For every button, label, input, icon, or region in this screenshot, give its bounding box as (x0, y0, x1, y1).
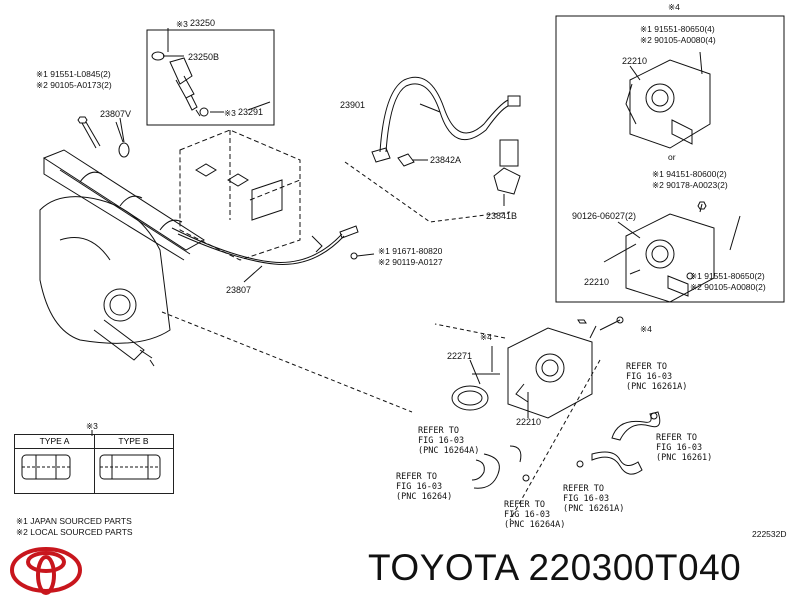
hose-16264 (471, 445, 530, 489)
ref-line: FIG 16-03 (656, 443, 703, 453)
bolt-left-spec-2: ※2 90105-A0173(2) (36, 80, 112, 90)
part-22210-top: 22210 (622, 56, 648, 66)
brand-part-number: TOYOTA 220300T040 (368, 547, 742, 588)
right-bot-spec-2: ※2 90105-A0080(2) (690, 282, 766, 292)
part-23901: 23901 (340, 100, 366, 110)
refer-16264A-bottom: REFER TO FIG 16-03 (PNC 16264A) (504, 500, 565, 530)
fuel-rail (42, 149, 205, 261)
ref-line: REFER TO (563, 484, 604, 494)
mark-4-b: ※4 (640, 324, 652, 334)
ref-line: REFER TO (504, 500, 545, 510)
ref-line: FIG 16-03 (626, 372, 673, 382)
ref-line: REFER TO (396, 472, 437, 482)
part-22271: 22271 (447, 351, 473, 361)
ref-line: (PNC 16264A) (504, 520, 566, 530)
part-23807: 23807 (226, 285, 252, 295)
ref-line: (PNC 16261A) (626, 382, 688, 392)
ref-line: REFER TO (626, 362, 667, 372)
ref-line: REFER TO (418, 426, 459, 436)
part-22210-bottom: 22210 (584, 277, 610, 287)
bolt-mid (350, 252, 375, 260)
bolt-left-spec-1: ※1 91551-L0845(2) (36, 69, 111, 79)
throttle-body-bottom (603, 201, 741, 303)
diagram-code: 222532D (752, 529, 787, 539)
toyota-logo-icon (10, 547, 82, 595)
throttle-body-mid (472, 316, 624, 419)
mark-4-top: ※4 (668, 2, 680, 12)
vacuum-hose (371, 76, 521, 163)
part-23841B: 23841B (486, 211, 518, 221)
right-mid-spec-2: ※2 90178-A0023(2) (652, 180, 728, 190)
injector-drawing (151, 51, 209, 117)
ref-line: (PNC 16261) (656, 453, 713, 463)
throttle-body-top (625, 51, 711, 149)
refer-16264: REFER TO FIG 16-03 (PNC 16264) (396, 472, 452, 502)
mark-3-legend: ※3 (86, 421, 98, 431)
ref-line: FIG 16-03 (418, 436, 465, 446)
top-right-spec-1: ※1 91551-80650(4) (640, 24, 715, 34)
ref-line: REFER TO (656, 433, 697, 443)
intake-manifold (39, 196, 171, 367)
mark-4-a: ※4 (480, 332, 492, 342)
bolt-left (77, 116, 130, 158)
or-text: or (668, 152, 676, 162)
bolt-mid-spec-2: ※2 90119-A0127 (378, 257, 443, 267)
refer-16264A-top: REFER TO FIG 16-03 (PNC 16264A) (418, 426, 479, 456)
type-b-ring (99, 454, 161, 480)
vsv-bracket (493, 139, 521, 206)
ref-line: FIG 16-03 (396, 482, 443, 492)
part-23250: 23250 (190, 18, 216, 28)
part-23250B: 23250B (188, 52, 220, 62)
refer-16261A-top: REFER TO FIG 16-03 (PNC 16261A) (626, 362, 687, 392)
part-23291: 23291 (238, 107, 264, 117)
ref-line: (PNC 16261A) (563, 504, 625, 514)
part-23842A: 23842A (430, 155, 462, 165)
part-23807V: 23807V (100, 109, 132, 119)
right-mid-spec-1: ※1 94151-80600(2) (652, 169, 727, 179)
type-b-label: TYPE B (118, 436, 149, 446)
refer-16261A-bottom: REFER TO FIG 16-03 (PNC 16261A) (563, 484, 624, 514)
right-bot-spec-1: ※1 91551-80650(2) (690, 271, 765, 281)
ref-line: FIG 16-03 (563, 494, 610, 504)
bolt-mid-spec-1: ※1 91671-80820 (378, 246, 443, 256)
legend-japan: ※1 JAPAN SOURCED PARTS (16, 516, 132, 526)
mark-3: ※3 (176, 19, 188, 29)
hose-16261A (611, 411, 661, 441)
mark-3-b: ※3 (224, 108, 236, 118)
engine-block (179, 129, 301, 261)
legend-local: ※2 LOCAL SOURCED PARTS (16, 527, 133, 537)
gasket-22271 (451, 385, 489, 411)
top-right-spec-2: ※2 90105-A0080(4) (640, 35, 716, 45)
hose-16261 (576, 451, 643, 475)
part-22210-mid: 22210 (516, 417, 542, 427)
type-legend-box: TYPE A TYPE B (14, 434, 174, 494)
part-90126: 90126-06027(2) (572, 211, 637, 221)
ref-line: (PNC 16264A) (418, 446, 480, 456)
engine-block-solid (195, 163, 283, 221)
type-a-ring (21, 454, 71, 480)
type-a-label: TYPE A (39, 436, 70, 446)
ref-line: (PNC 16264) (396, 492, 453, 502)
fuel-pipe (171, 225, 359, 265)
injector-box (146, 29, 275, 126)
ref-line: FIG 16-03 (504, 510, 551, 520)
vsv (397, 153, 428, 167)
refer-16261: REFER TO FIG 16-03 (PNC 16261) (656, 433, 712, 463)
